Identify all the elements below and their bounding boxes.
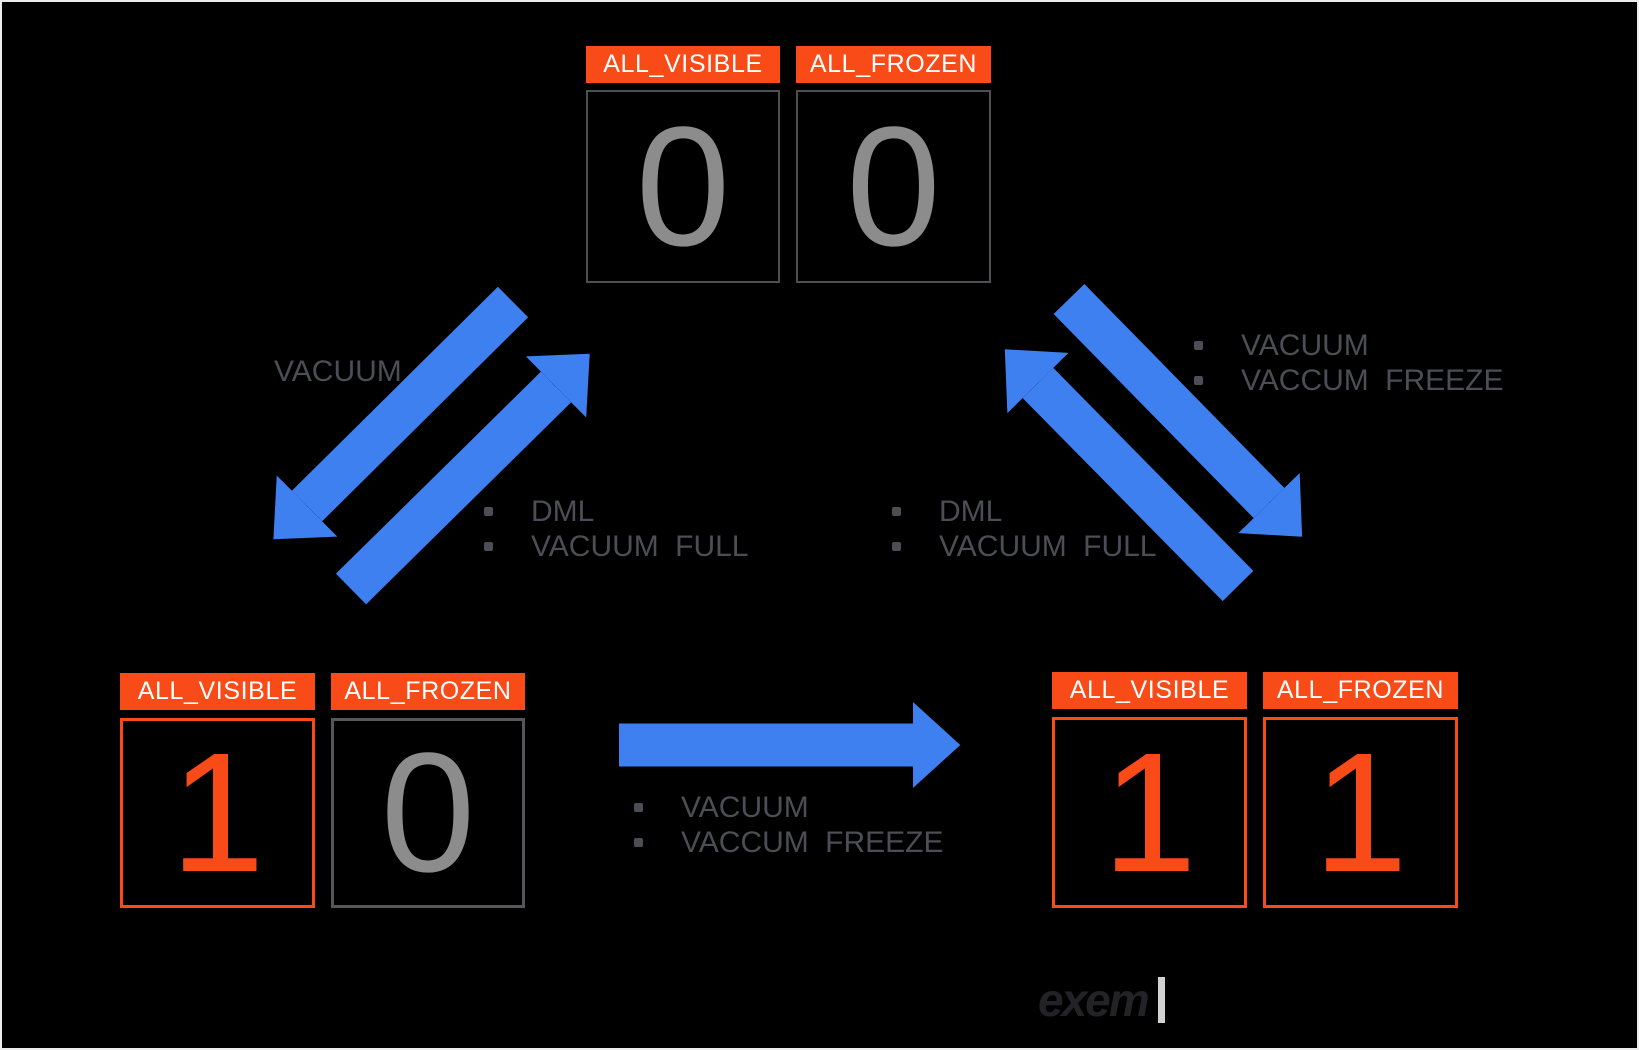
bullet-icon bbox=[634, 803, 643, 812]
edge-label-text: VACUUM FULL bbox=[939, 529, 1157, 563]
list-item: DML bbox=[892, 494, 1156, 529]
list-item: VACUUM FULL bbox=[892, 529, 1156, 564]
all-frozen-value-box: 1 bbox=[1263, 717, 1458, 908]
list-item: VACUUM bbox=[634, 790, 943, 825]
all-frozen-value-box: 0 bbox=[331, 718, 525, 908]
all-frozen-header: ALL_FROZEN bbox=[1263, 672, 1458, 709]
flag-value: 0 bbox=[380, 718, 476, 908]
logo-text: exem bbox=[1038, 974, 1150, 1026]
bullet-icon bbox=[1194, 376, 1203, 385]
bullet-icon bbox=[892, 542, 901, 551]
all-frozen-header: ALL_FROZEN bbox=[796, 46, 991, 83]
all-visible-value-box: 0 bbox=[586, 90, 780, 283]
all-visible-value-box: 1 bbox=[1052, 717, 1247, 908]
arrow-top-to-bottom-left bbox=[273, 286, 529, 540]
list-item: DML bbox=[484, 494, 748, 529]
all-visible-value-box: 1 bbox=[120, 718, 315, 908]
logo-cursor-bar bbox=[1157, 977, 1165, 1023]
all-visible-header: ALL_VISIBLE bbox=[1052, 672, 1247, 709]
edge-label-text: DML bbox=[939, 494, 1003, 528]
all-frozen-value-box: 0 bbox=[796, 90, 991, 283]
list-item: VACUUM FULL bbox=[484, 529, 748, 564]
flag-value: 0 bbox=[635, 91, 731, 282]
edge-label-text: VACUUM bbox=[681, 790, 809, 824]
edge-label-bottom: VACUUM VACCUM FREEZE bbox=[634, 790, 943, 860]
all-visible-header: ALL_VISIBLE bbox=[586, 46, 780, 83]
list-item: VACCUM FREEZE bbox=[1194, 363, 1503, 398]
edge-label-left-down: DML VACUUM FULL bbox=[484, 494, 748, 564]
arrow-bottom-right-to-top bbox=[1004, 349, 1254, 602]
edge-label-text: VACCUM FREEZE bbox=[681, 825, 944, 859]
edge-label-right-up: VACUUM VACCUM FREEZE bbox=[1194, 328, 1503, 398]
edge-label-text: VACUUM bbox=[1241, 328, 1369, 362]
arrow-bottom-left-to-top bbox=[335, 353, 590, 605]
edge-label-text: VACCUM FREEZE bbox=[1241, 363, 1504, 397]
bullet-icon bbox=[484, 542, 493, 551]
bullet-icon bbox=[892, 507, 901, 516]
flag-value: 1 bbox=[1102, 717, 1197, 908]
flag-value: 0 bbox=[846, 91, 941, 282]
edge-label-right-down: DML VACUUM FULL bbox=[892, 494, 1156, 564]
list-item: VACUUM bbox=[1194, 328, 1503, 363]
all-visible-header: ALL_VISIBLE bbox=[120, 673, 315, 710]
bullet-icon bbox=[634, 838, 643, 847]
flag-value: 1 bbox=[1313, 717, 1408, 908]
bullet-icon bbox=[1194, 341, 1203, 350]
flag-value: 1 bbox=[170, 718, 265, 908]
bullet-icon bbox=[484, 507, 493, 516]
edge-label-text: DML bbox=[531, 494, 595, 528]
exem-logo: exem bbox=[1038, 977, 1165, 1023]
all-frozen-header: ALL_FROZEN bbox=[331, 673, 525, 710]
list-item: VACCUM FREEZE bbox=[634, 825, 943, 860]
edge-label-vacuum-left: VACUUM bbox=[274, 355, 402, 388]
arrow-top-to-bottom-right bbox=[1053, 283, 1303, 537]
edge-label-text: VACUUM FULL bbox=[531, 529, 749, 563]
